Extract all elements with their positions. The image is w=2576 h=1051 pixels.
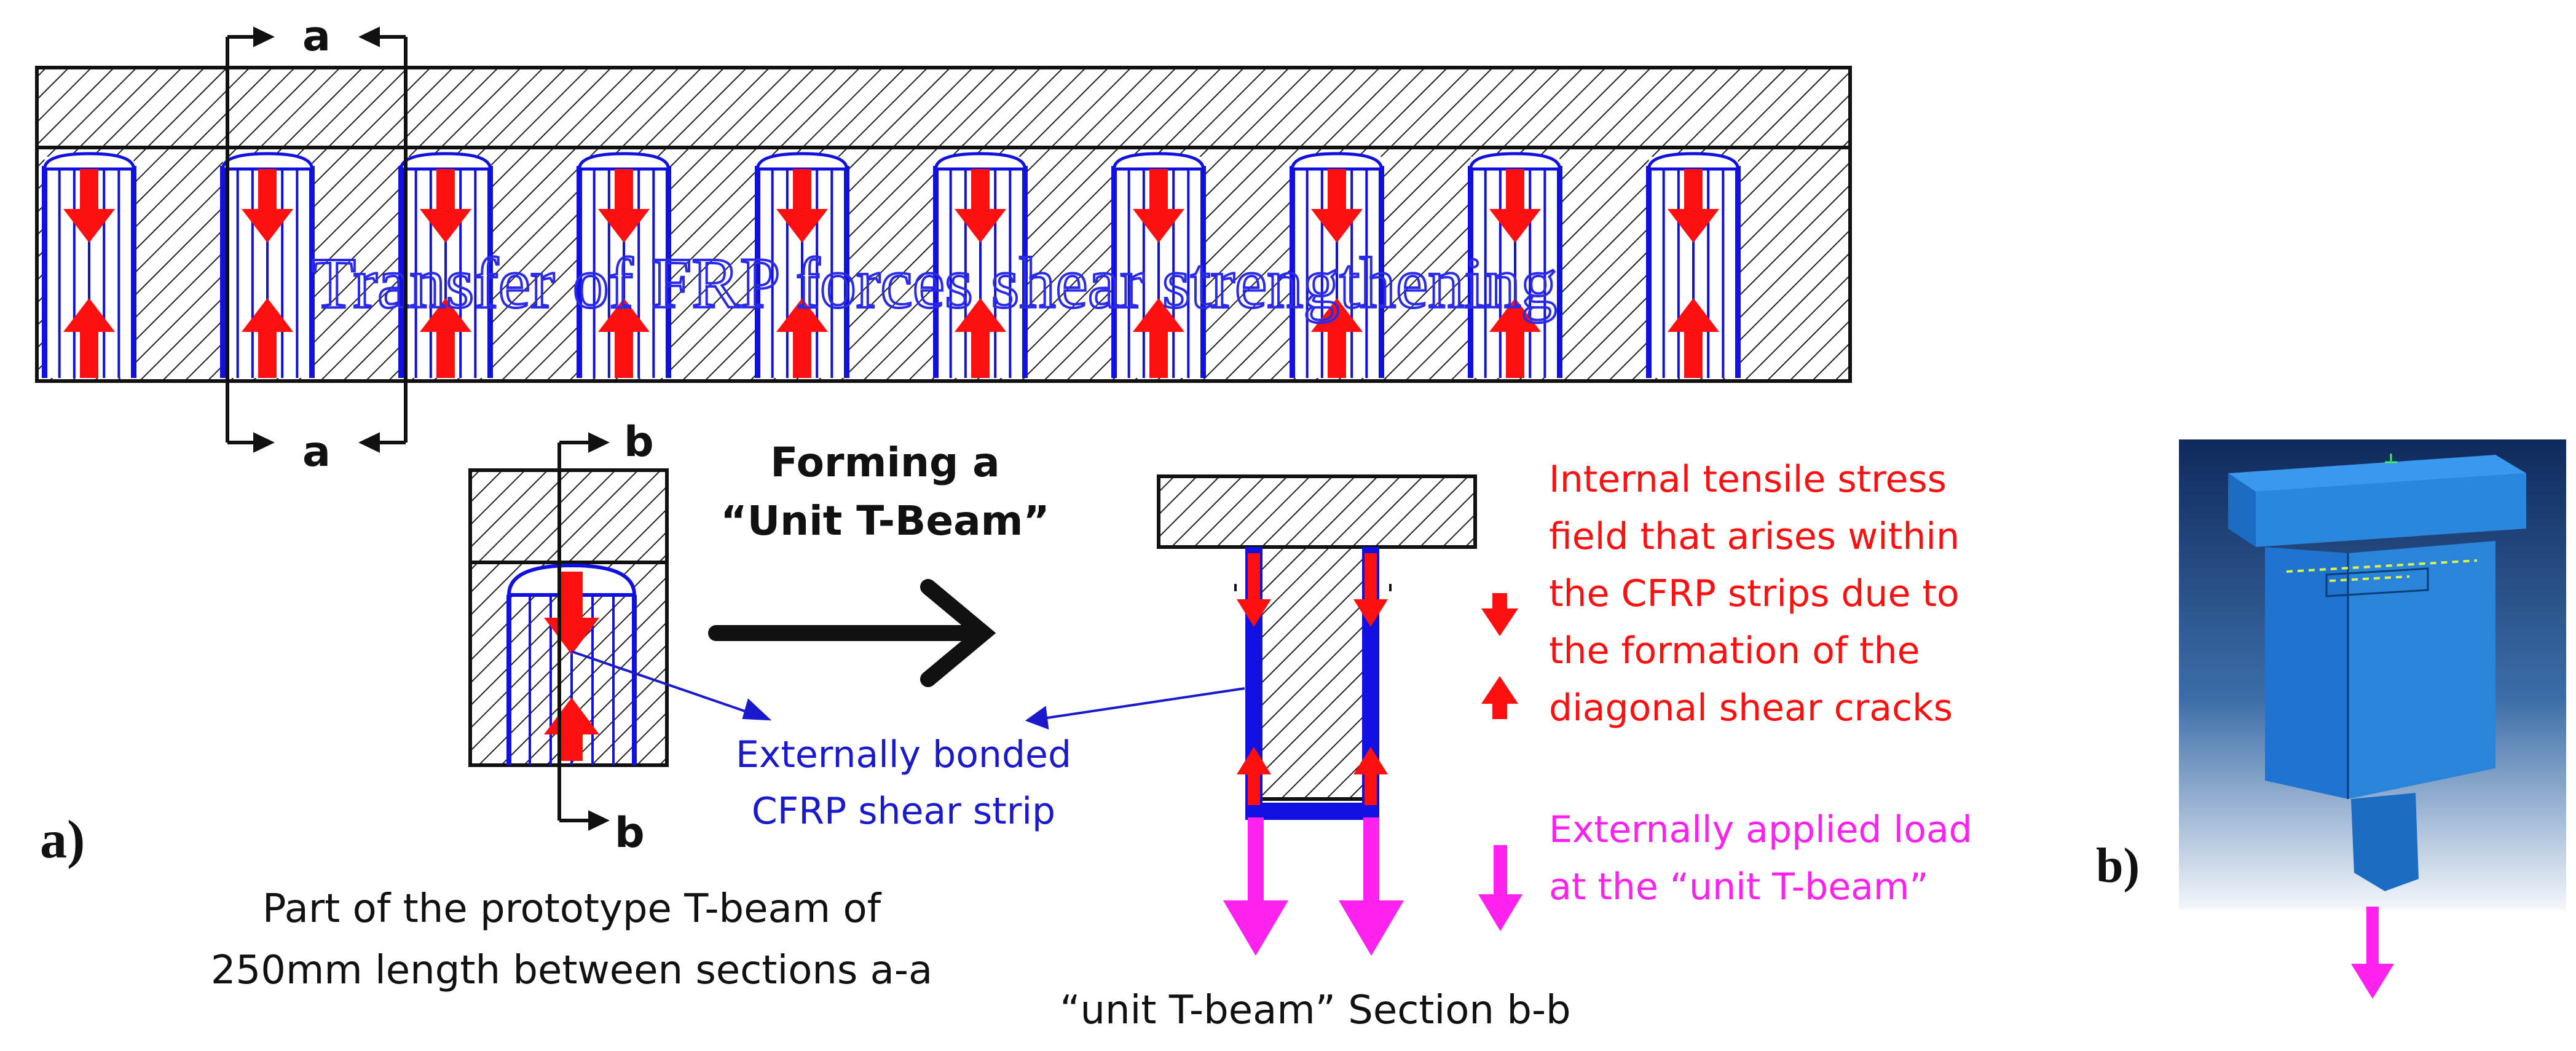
cfrp-strip [1111,152,1206,378]
legend-load-symbol [1478,845,1522,931]
strip-label-line2: CFRP shear strip [752,790,1055,833]
render-crack-line-2 [2329,575,2410,582]
tensile-arrow-down [598,169,650,243]
cfrp-strip [577,152,671,378]
tensile-arrow-down [1311,169,1363,243]
t-beam-corner-ticks [1234,584,1392,591]
fe-model-render [2179,439,2566,910]
cfrp-strip [220,152,315,378]
panel-label-b: b) [2096,839,2140,893]
tensile-arrow-up [955,298,1006,378]
tensile-arrow-up [420,298,471,378]
render-strip-outline [2325,553,2429,799]
strip-leaders [571,650,1245,730]
beam-overlay-text: Transfer of FRP forces shear strengtheni… [312,243,1557,323]
legend-tensile-line2: field that arises within [1549,515,1960,558]
tensile-arrow-down [955,169,1006,243]
unit-caption-line1: Part of the prototype T-beam of [262,886,882,932]
cfrp-strip [398,152,493,378]
legend-tensile-line1: Internal tensile stress [1549,458,1947,501]
tensile-arrow-up [63,298,115,378]
legend-tensile-line3: the CFRP strips due to [1549,572,1960,615]
render-load-arrow [2351,907,2394,999]
tensile-arrow-up [776,298,828,378]
t-beam-tensile-arrows [1237,553,1388,805]
section-b-label-top: b [624,418,654,466]
tensile-arrow-up [1489,298,1541,378]
cfrp-strip [755,152,849,378]
prototype-beam-elevation: Transfer of FRP forces shear strengtheni… [35,66,1852,383]
t-beam-applied-loads [1223,817,1404,956]
forming-line1: Forming a [770,439,999,486]
unit-caption-line2: 250mm length between sections a-a [211,948,932,993]
cfrp-strips [42,152,1741,378]
render-web-side [2348,541,2495,799]
tensile-arrow-down [1133,169,1184,243]
unit-section [468,468,669,767]
tensile-arrow-up [1668,298,1719,378]
tensile-arrow-up [598,298,650,378]
render-axis-triad [2385,454,2397,463]
t-beam-web [1252,545,1373,801]
strip-label-line1: Externally bonded [736,733,1071,776]
tensile-arrow-down [1489,169,1541,243]
legend-tensile-line4: the formation of the [1549,629,1920,672]
unit-section-flange [468,468,669,564]
tensile-arrow-down [242,169,293,243]
render-stub [2351,793,2419,891]
render-flange-front [2228,473,2256,547]
legend-tensile-line5: diagonal shear cracks [1549,687,1953,730]
cfrp-strip [1646,152,1741,378]
tensile-arrow-down [1668,169,1719,243]
forming-arrow [708,579,996,687]
t-beam-flange [1157,474,1477,549]
panel-label-a: a) [40,810,85,870]
t-beam-caption: “unit T-beam” Section b-b [1060,988,1570,1033]
tensile-arrow-up [1311,298,1363,378]
render-flange-top [2228,455,2526,492]
render-flange-side [2256,473,2526,547]
cfrp-strip [933,152,1028,378]
unit-t-beam [1157,474,1477,956]
legend-load-line2: at the “unit T-beam” [1549,865,1928,908]
tensile-arrow-down [420,169,471,243]
section-a-label-top: a [302,12,331,61]
section-a-label-bottom: a [302,428,331,476]
render-web-front [2265,547,2348,799]
unit-tensile-arrow-up [544,698,599,761]
cfrp-strip [1468,152,1562,378]
beam-flange [35,66,1852,149]
cfrp-strip [42,152,136,378]
forming-line2: “Unit T-Beam” [720,497,1050,545]
section-b-b-marks [557,432,610,831]
section-b-label-bottom: b [615,809,645,857]
tensile-arrow-up [1133,298,1184,378]
tensile-arrow-up [242,298,293,378]
tensile-arrow-down [776,169,828,243]
cfrp-strip [1290,152,1384,378]
legend-tensile-symbol [1481,593,1518,719]
render-crack-line-1 [2286,559,2478,573]
tensile-arrow-down [63,169,115,243]
t-beam-cfrp-u-wrap [1245,547,1379,820]
section-a-a-marks [226,26,408,453]
legend-load-line1: Externally applied load [1549,808,1972,851]
